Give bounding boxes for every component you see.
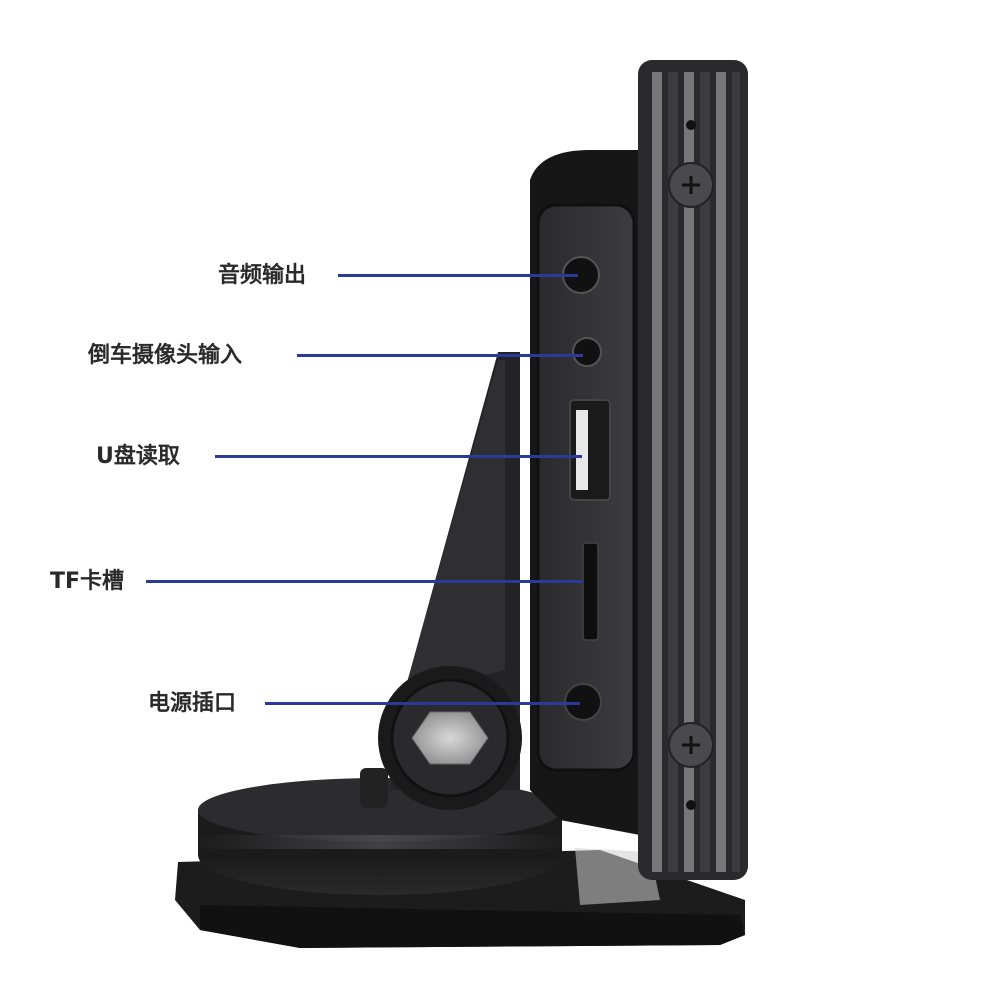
screen-housing xyxy=(638,60,748,880)
port-panel xyxy=(530,150,640,835)
tf-slot-icon xyxy=(582,542,599,641)
callout-label-power: 电源插口 xyxy=(148,691,237,716)
leader-line-usb xyxy=(215,455,582,458)
leader-line-tf-slot xyxy=(146,580,583,583)
callout-label-audio-out: 音频输出 xyxy=(218,263,307,288)
callout-label-tf-slot: TF卡槽 xyxy=(50,569,125,594)
usb-port-icon xyxy=(576,410,588,490)
leader-line-av-in xyxy=(297,354,583,357)
hex-bolt-icon xyxy=(411,711,489,765)
callout-label-av-in: 倒车摄像头输入 xyxy=(88,343,243,368)
callout-label-usb: U盘读取 xyxy=(96,444,180,469)
leader-line-power xyxy=(265,702,580,705)
leader-line-audio-out xyxy=(338,274,578,277)
mount-base xyxy=(175,768,745,948)
av-in-jack-icon xyxy=(572,337,602,367)
